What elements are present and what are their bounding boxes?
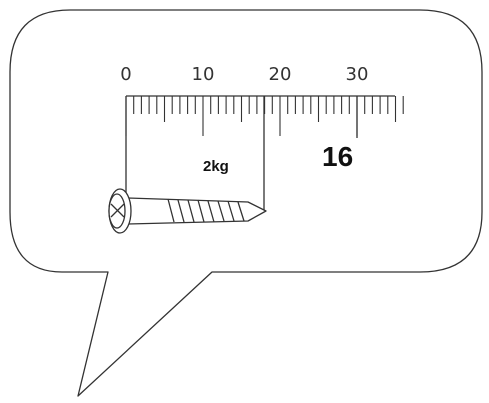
ruler-label-30: 30 (346, 64, 369, 85)
ruler-label-0: 0 (120, 64, 131, 85)
ruler-ticks (125, 96, 404, 136)
ruler: 0 10 20 30 (120, 64, 404, 136)
screw-icon (108, 188, 267, 234)
ruler-label-10: 10 (192, 64, 215, 85)
screw-weight-label: 2kg (203, 158, 229, 175)
answer-value-label: 16 (322, 141, 353, 172)
ruler-label-20: 20 (269, 64, 292, 85)
